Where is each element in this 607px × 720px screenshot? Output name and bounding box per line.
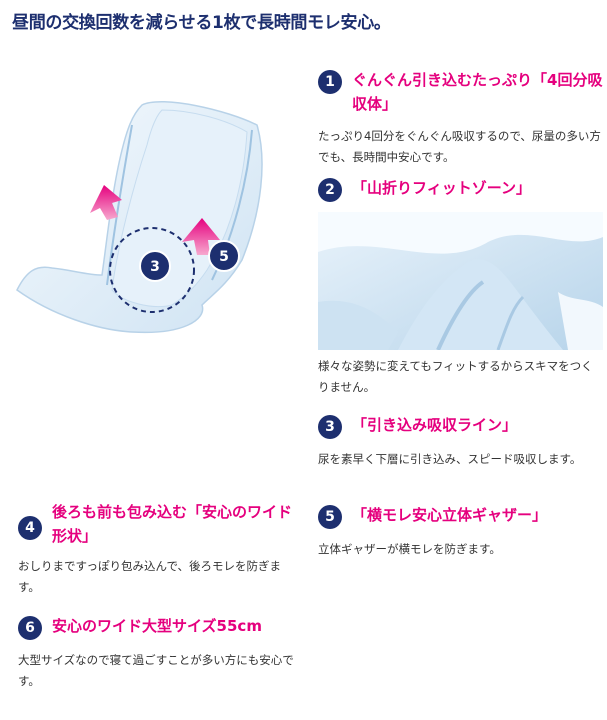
feature-1-badge: 1 — [318, 70, 342, 94]
pad-illustration: 3 5 — [16, 101, 263, 334]
fit-zone-closeup-image — [318, 212, 603, 350]
diagram-badge-5 — [208, 240, 240, 272]
feature-1-title: ぐんぐん引き込むたっぷり「4回分吸収体」 — [352, 71, 603, 113]
feature-1-description: たっぷり4回分をぐんぐん吸収するので、尿量の多い方でも、長時間中安心です。 — [318, 129, 601, 164]
feature-2-badge: 2 — [318, 178, 342, 202]
feature-4-badge: 4 — [18, 516, 42, 540]
absorb-arrow-left — [90, 185, 122, 220]
feature-5-title: 「横モレ安心立体ギャザー」 — [352, 506, 548, 524]
feature-2-text: 様々な姿勢に変えてもフィットするからスキマをつくりません。 — [318, 356, 603, 398]
absorb-arrow-right — [182, 218, 220, 255]
feature-6-description: 大型サイズなので寝て過ごすことが多い方にも安心です。 — [18, 653, 294, 688]
feature-2-description: 様々な姿勢に変えてもフィットするからスキマをつくりません。 — [318, 359, 593, 394]
feature-6: 6 安心のワイド大型サイズ55cm 大型サイズなので寝て過ごすことが多い方にも安… — [18, 614, 298, 692]
feature-2: 2 「山折りフィットゾーン」 — [318, 176, 603, 204]
feature-4-title: 後ろも前も包み込む「安心のワイド形状」 — [52, 503, 293, 545]
feature-1: 1 ぐんぐん引き込むたっぷり「4回分吸収体」 たっぷり4回分をぐんぐん吸収するの… — [318, 68, 603, 168]
feature-3-description: 尿を素早く下層に引き込み、スピード吸収します。 — [318, 452, 582, 466]
feature-3-badge: 3 — [318, 415, 342, 439]
diagram-badge-3-label: 3 — [150, 259, 160, 275]
diagram-badge-5-label: 5 — [219, 249, 229, 265]
page-headline: 昼間の交換回数を減らせる1枚で長時間モレ安心。 — [12, 13, 391, 33]
diagram-badge-3 — [139, 250, 171, 282]
feature-4-description: おしりまですっぽり包み込んで、後ろモレを防ぎます。 — [18, 559, 282, 594]
feature-4: 4 後ろも前も包み込む「安心のワイド形状」 おしりまですっぽり包み込んで、後ろモ… — [18, 500, 298, 598]
feature-3-title: 「引き込み吸収ライン」 — [352, 416, 518, 434]
feature-5-badge: 5 — [318, 505, 342, 529]
feature-6-badge: 6 — [18, 616, 42, 640]
feature-5: 5 「横モレ安心立体ギャザー」 立体ギャザーが横モレを防ぎます。 — [318, 503, 603, 560]
feature-3: 3 「引き込み吸収ライン」 尿を素早く下層に引き込み、スピード吸収します。 — [318, 413, 603, 470]
feature-5-description: 立体ギャザーが横モレを防ぎます。 — [318, 542, 501, 556]
feature-2-title: 「山折りフィットゾーン」 — [352, 179, 531, 197]
absorb-line-highlight — [109, 227, 195, 313]
feature-6-title: 安心のワイド大型サイズ55cm — [52, 617, 262, 635]
